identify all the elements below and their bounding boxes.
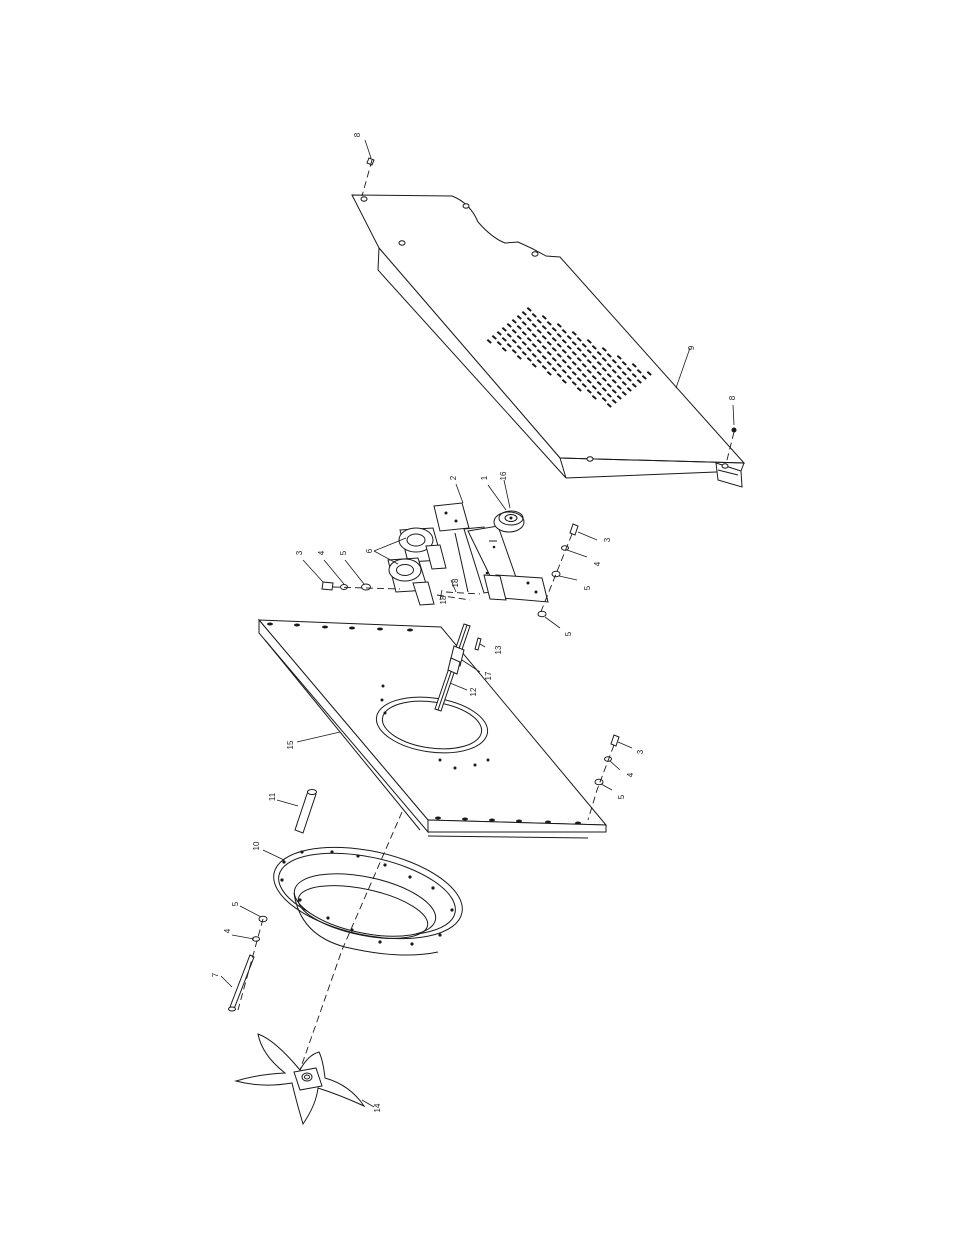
callout-10: 10 — [252, 841, 261, 850]
callout-3-left: 3 — [295, 550, 304, 555]
plate-hole — [349, 627, 355, 630]
plate-hole — [439, 759, 442, 762]
plate-hole — [407, 629, 413, 632]
fan-blade — [236, 1034, 364, 1124]
plate-hole — [474, 764, 477, 767]
callout-9: 9 — [687, 345, 696, 350]
callout-5-bracket: 5 — [564, 631, 573, 636]
plate-hole — [294, 624, 300, 627]
plate-hole — [322, 626, 328, 629]
callout-2: 2 — [449, 475, 458, 480]
callout-13: 13 — [494, 645, 503, 654]
shroud-bolt-hole — [356, 854, 359, 857]
callout-4-shroud: 4 — [223, 928, 232, 933]
shroud-bolt-hole — [280, 878, 283, 881]
callout-15: 15 — [286, 740, 295, 749]
plate-hole — [489, 819, 495, 822]
callout-8-top: 8 — [353, 132, 362, 137]
plate-hole — [377, 628, 383, 631]
fan-shroud — [265, 832, 470, 955]
shroud-bolt-hole — [383, 863, 386, 866]
callout-3-right: 3 — [603, 537, 612, 542]
callout-17: 17 — [484, 671, 493, 680]
plate-hole — [381, 699, 384, 702]
long-bolt — [229, 955, 255, 1011]
shroud-bolt-hole — [378, 940, 381, 943]
callout-5-left: 5 — [339, 550, 348, 555]
shroud-bolt-hole — [450, 908, 453, 911]
callout-4-left: 4 — [317, 550, 326, 555]
plate-hole — [575, 822, 581, 825]
plate-hole — [462, 818, 468, 821]
callout-11: 11 — [268, 792, 277, 801]
shroud-bolt-hole — [431, 886, 434, 889]
callout-12: 12 — [469, 687, 478, 696]
plate-hole — [435, 817, 441, 820]
shroud-bolt-hole — [330, 850, 333, 853]
plate-hole — [454, 767, 457, 770]
plate-hole — [382, 685, 385, 688]
shroud-bolt-hole — [298, 898, 301, 901]
plate-hole — [267, 623, 273, 626]
plate-hole — [384, 712, 387, 715]
callout-4-right: 4 — [593, 561, 602, 566]
plate-hole — [516, 820, 522, 823]
callout-4-lower: 4 — [626, 772, 635, 777]
shroud-bolt-hole — [408, 875, 411, 878]
shroud-bolt-hole — [438, 933, 441, 936]
shroud-bolt-hole — [282, 860, 285, 863]
shroud-bolt-hole — [300, 850, 303, 853]
callout-6: 6 — [365, 548, 374, 553]
callout-5-shroud: 5 — [231, 901, 240, 906]
bearing-lower — [388, 558, 434, 605]
callout-5-right: 5 — [583, 585, 592, 590]
plate-hole — [487, 759, 490, 762]
callout-3-lower: 3 — [636, 749, 645, 754]
callout-14: 14 — [373, 1103, 382, 1112]
callout-18-a: 18 — [451, 578, 460, 587]
plate-hole — [545, 821, 551, 824]
shroud-bolt-hole — [410, 942, 413, 945]
callout-16: 16 — [499, 471, 508, 480]
top-cover-panel — [352, 195, 744, 487]
callout-7: 7 — [211, 972, 220, 977]
callout-8-right: 8 — [728, 395, 737, 400]
shroud-bolt-hole — [326, 916, 329, 919]
pulley — [494, 511, 524, 532]
callout-1: 1 — [480, 475, 489, 480]
spacer-tube — [295, 790, 317, 834]
callout-18-b: 18 — [439, 595, 448, 604]
callout-5-lower: 5 — [617, 794, 626, 799]
